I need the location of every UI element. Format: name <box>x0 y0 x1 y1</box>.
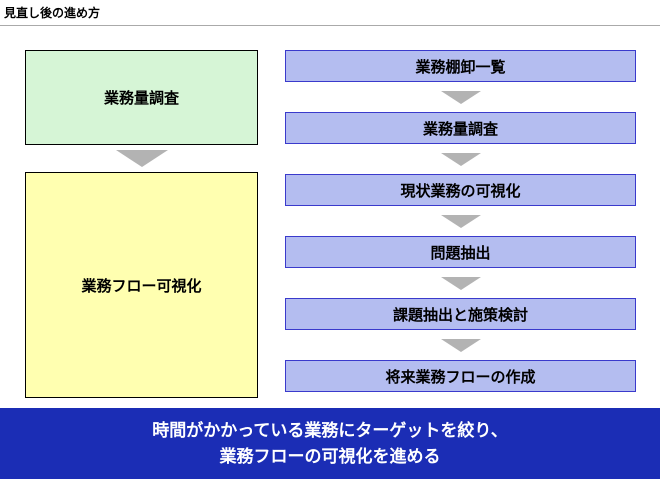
down-arrow-icon <box>285 268 636 298</box>
left-flow-box-visualization: 業務フロー可視化 <box>25 172 258 398</box>
title-divider <box>0 25 660 26</box>
flow-step-box: 課題抽出と施策検討 <box>285 298 636 330</box>
left-flow-box-visualization-label: 業務フロー可視化 <box>81 277 202 295</box>
left-flow-column: 業務量調査 業務フロー可視化 <box>25 50 258 398</box>
summary-banner-line1: 時間がかかっている業務にターゲットを絞り、 <box>152 420 508 440</box>
summary-banner: 時間がかかっている業務にターゲットを絞り、 業務フローの可視化を進める <box>0 408 660 479</box>
flow-step-box: 問題抽出 <box>285 236 636 268</box>
down-arrow-shape <box>440 152 481 166</box>
flow-step-label: 将来業務フローの作成 <box>385 368 536 386</box>
left-flow-box-survey-label: 業務量調査 <box>103 90 179 107</box>
flow-step-label: 現状業務の可視化 <box>400 182 521 200</box>
flow-step-label: 業務量調査 <box>422 120 498 138</box>
down-arrow-icon <box>25 145 258 172</box>
flow-step-label: 業務棚卸一覧 <box>415 58 506 76</box>
down-arrow-icon <box>285 206 636 236</box>
down-arrow-icon <box>285 82 636 112</box>
flow-step-box: 業務棚卸一覧 <box>285 50 636 82</box>
flow-step-box: 現状業務の可視化 <box>285 174 636 206</box>
down-arrow-icon <box>285 144 636 174</box>
page-title: 見直し後の進め方 <box>4 6 101 20</box>
down-arrow-shape <box>440 90 481 104</box>
down-arrow-shape <box>440 338 481 352</box>
flow-step-box: 将来業務フローの作成 <box>285 360 636 392</box>
flow-step-box: 業務量調査 <box>285 112 636 144</box>
down-arrow-shape <box>440 214 481 228</box>
left-flow-box-survey: 業務量調査 <box>25 50 258 145</box>
right-flow-column: 業務棚卸一覧 業務量調査 現状業務の可視化 問題抽出 課題抽出と施策検討 <box>285 50 636 392</box>
summary-banner-line2: 業務フローの可視化を進める <box>219 446 441 466</box>
flow-step-label: 課題抽出と施策検討 <box>392 306 528 324</box>
flow-step-label: 問題抽出 <box>430 244 491 262</box>
down-arrow-shape <box>115 150 168 167</box>
down-arrow-shape <box>440 276 481 290</box>
down-arrow-icon <box>285 330 636 360</box>
